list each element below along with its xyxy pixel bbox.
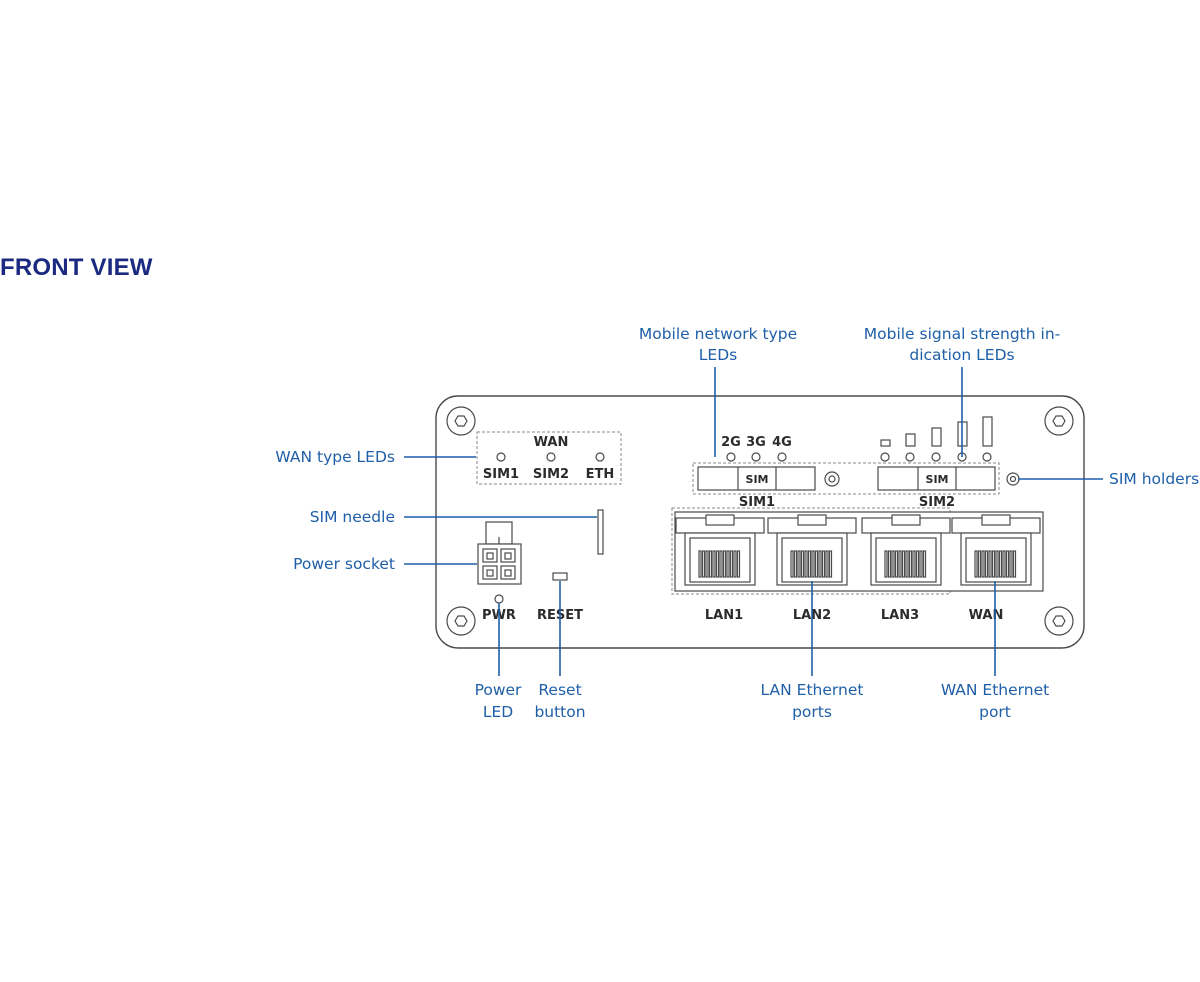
ethernet-port-lan3 (861, 514, 951, 586)
power-socket (477, 521, 522, 585)
callout-power-led-line1: Power (475, 681, 522, 699)
wan-led-label-sim1: SIM1 (483, 467, 519, 482)
screw-bottom-right (1044, 606, 1074, 636)
callout-signal-strength-line2: dication LEDs (909, 346, 1014, 364)
sim-holders-outline (692, 462, 1000, 495)
net-led-label-4g: 4G (772, 435, 792, 450)
signal-led-2 (905, 452, 915, 462)
net-led-2g (726, 452, 736, 462)
ethernet-port-wan (951, 514, 1041, 586)
callout-reset-line2: button (534, 703, 585, 721)
signal-bar-1 (880, 439, 891, 447)
signal-bar-5 (982, 416, 993, 447)
wan-led-group-outline (476, 431, 622, 485)
wan-led-sim1 (496, 452, 506, 462)
callout-wan-port-line2: port (979, 703, 1011, 721)
sim2-holder-label: SIM2 (919, 495, 955, 510)
power-led (494, 594, 504, 604)
sim-holder-screw (1006, 472, 1020, 486)
wan-led-eth (595, 452, 605, 462)
screw-bottom-left (446, 606, 476, 636)
callout-network-type-line2: LEDs (699, 346, 737, 364)
signal-bar-2 (905, 433, 916, 447)
net-led-3g (751, 452, 761, 462)
page-title: FRONT VIEW (0, 254, 153, 281)
callout-signal-strength-line1: Mobile signal strength in- (864, 325, 1060, 343)
callout-reset-line1: Reset (538, 681, 581, 699)
sim2-slot-label: SIM (926, 473, 949, 486)
signal-led-5 (982, 452, 992, 462)
callout-power-socket: Power socket (293, 555, 395, 573)
net-led-4g (777, 452, 787, 462)
net-led-label-3g: 3G (746, 435, 766, 450)
port-label-lan1: LAN1 (705, 608, 743, 623)
callout-lan-ports-line2: ports (792, 703, 832, 721)
sim1-holder-label: SIM1 (739, 495, 775, 510)
callout-lan-ports-line1: LAN Ethernet (761, 681, 864, 699)
screw-top-right (1044, 406, 1074, 436)
ethernet-port-lan2 (767, 514, 857, 586)
sim-eject-hole (824, 471, 840, 487)
callout-sim-needle: SIM needle (310, 508, 395, 526)
sim-needle (597, 509, 604, 555)
callout-network-type-line1: Mobile network type (639, 325, 797, 343)
port-label-lan3: LAN3 (881, 608, 919, 623)
sim1-holder: SIM (697, 466, 816, 491)
port-label-wan: WAN (969, 608, 1004, 623)
sim2-holder: SIM (877, 466, 996, 491)
wan-led-label-sim2: SIM2 (533, 467, 569, 482)
callout-sim-holders: SIM holders (1109, 470, 1199, 488)
signal-bar-3 (931, 427, 942, 447)
screw-top-left (446, 406, 476, 436)
signal-led-3 (931, 452, 941, 462)
wan-led-label-eth: ETH (586, 467, 615, 482)
callout-power-led-line2: LED (483, 703, 513, 721)
reset-button (552, 572, 568, 581)
wan-led-sim2 (546, 452, 556, 462)
net-led-label-2g: 2G (721, 435, 741, 450)
ethernet-port-lan1 (675, 514, 765, 586)
wan-led-header: WAN (534, 435, 569, 450)
callout-wan-port-line1: WAN Ethernet (941, 681, 1049, 699)
callout-wan-type: WAN type LEDs (275, 448, 395, 466)
router-body (435, 395, 1085, 649)
signal-led-1 (880, 452, 890, 462)
sim1-slot-label: SIM (746, 473, 769, 486)
